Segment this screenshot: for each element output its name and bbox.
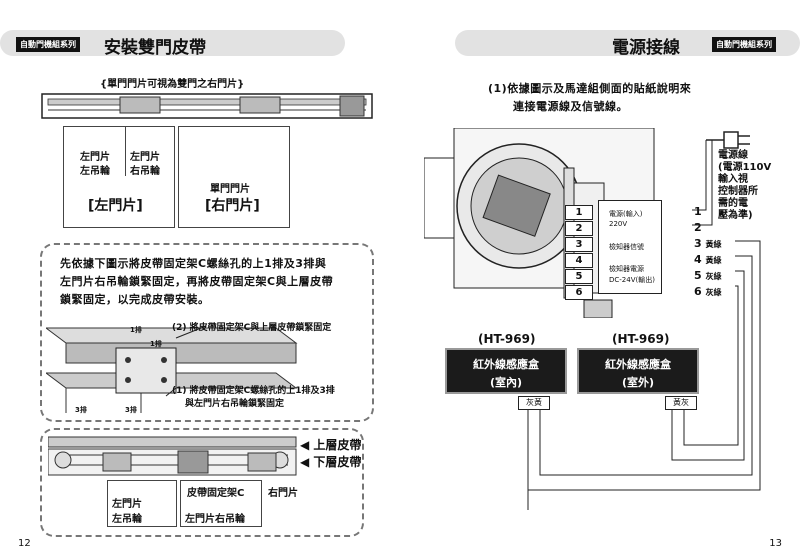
step-1-line-1: (1) 將皮帶固定架C螺絲孔的上1排及3排 [172,386,335,396]
label-single-leaf: 單門門片 [210,184,250,195]
power-note-4: 控制器所 [718,186,758,197]
left-subtitle: {單門門片可視為雙門之右門片} [100,79,245,90]
instruction-text: 先依據下圖示將皮帶固定架C螺絲孔的上1排及3排與 左門片右吊輪鎖緊固定，再將皮帶… [60,255,333,309]
wire-row-2: 2 [694,220,722,236]
wire-num: 1 [694,205,702,218]
wire-color: 黃綠 [705,240,722,249]
terminal-5: 5 [565,269,593,284]
wire-row-3: 3 黃綠 [694,236,722,252]
wire-color: 黃綠 [705,256,722,265]
belt-label-right-wheel: 左門片右吊輪 [185,514,245,525]
left-leaf-outline [63,126,175,228]
label-left-leaf: 左門片 [80,152,110,163]
sensor-out-line-1: 紅外線感應盒 [605,358,671,371]
left-page-number: 12 [18,538,31,549]
wire-tag-indoor: 灰黃 [518,396,550,410]
sensor-in-line-1: 紅外線感應盒 [473,358,539,371]
terminal-6: 6 [565,285,593,300]
lower-belt-text: 下層皮帶 [313,455,362,469]
belt-label-left-wheel: 左吊輪 [112,514,142,525]
wire-tag-outdoor: 黃灰 [665,396,697,410]
wiring-sticker: 電源(輸入) 220V 檢知器信號 檢知器電源 DC-24V(輸出) [598,200,662,294]
plug-icon [706,131,750,149]
sensor-in-line-2: (室內) [489,376,523,389]
power-note-2: (電源110V [718,162,772,173]
power-note-1: 電源線 [718,150,748,161]
power-note-6: 壓為準) [718,210,753,221]
label-row1-a: 1排 [130,326,142,334]
wire-row-1: 1 [694,204,722,220]
sensor-out-line-2: (室外) [621,376,655,389]
left-page-title: 安裝雙門皮帶 [104,38,206,58]
right-page-title: 電源接線 [612,38,680,58]
terminal-3: 3 [565,237,593,252]
wire-color: 灰綠 [705,288,722,297]
instruction-line-3: 鎖緊固定，以完成皮帶安裝。 [60,293,210,306]
sticker-sensor-signal: 檢知器信號 [609,243,644,251]
belt-label-left-leaf: 左門片 [112,499,142,510]
wire-color: 灰綠 [705,272,722,281]
power-note: 電源線 (電源110V 輸入視 控制器所 需的電 壓為準) [718,150,771,222]
label-right-big: [右門片] [205,198,260,214]
sticker-sensor-power: 檢知器電源 [609,265,644,273]
terminal-4: 4 [565,253,593,268]
wire-num: 5 [694,269,702,282]
instruction-box [40,243,374,422]
right-instruction: (1)依據圖示及馬達組側面的貼紙說明來 連接電源線及信號線。 [488,80,691,116]
label-left-big: [左門片] [88,198,143,214]
right-series-tag: 自動門機組系列 [712,37,776,52]
wire-list: 1 2 3 黃綠 4 黃綠 5 灰綠 6 灰綠 [694,204,722,300]
label-right-wheel: 右吊輪 [130,166,160,177]
wire-num: 2 [694,221,702,234]
sensor-model-in: (HT-969) [478,332,536,346]
wire-num: 6 [694,285,702,298]
sticker-sensor-power-v: DC-24V(輸出) [609,276,655,284]
instruction-line-1: 先依據下圖示將皮帶固定架C螺絲孔的上1排及3排與 [60,257,327,270]
belt-box [40,428,364,537]
belt-right-outline [180,480,262,527]
left-series-tag: 自動門機組系列 [16,37,80,52]
terminal-1: 1 [565,205,593,220]
belt-drawing [48,436,297,476]
sensor-model-out: (HT-969) [612,332,670,346]
upper-belt-text: 上層皮帶 [313,438,362,452]
right-page-number: 13 [769,538,782,549]
label-left-wheel: 左吊輪 [80,166,110,177]
wire-num: 4 [694,253,702,266]
sticker-power-v: 220V [609,220,628,228]
label-row3-b: 3排 [125,406,137,414]
label-row3-a: 3排 [75,406,87,414]
power-note-3: 輸入視 [718,174,748,185]
power-note-5: 需的電 [718,198,748,209]
wire-num: 3 [694,237,702,250]
belt-label-right-leaf: 右門片 [268,488,298,499]
door-track-diagram [41,93,373,119]
upper-belt-label: ◀ 上層皮帶 [300,438,362,452]
terminal-block: 1 2 3 4 5 6 [565,205,593,300]
lower-belt-label: ◀ 下層皮帶 [300,455,362,469]
label-row1-b: 1排 [150,340,162,348]
step-1-line-2: 與左門片右吊輪鎖緊固定 [185,399,285,409]
wire-row-6: 6 灰綠 [694,284,722,300]
bracket-detail-drawing [46,325,298,413]
right-leaf-outline [178,126,290,228]
wire-row-4: 4 黃綠 [694,252,722,268]
label-right-leaf-top: 左門片 [130,152,160,163]
belt-left-outline [107,480,177,527]
terminal-2: 2 [565,221,593,236]
right-instruction-line-1: (1)依據圖示及馬達組側面的貼紙說明來 [488,82,692,95]
step-2-text: (2) 將皮帶固定架C與上層皮帶鎖緊固定 [172,323,332,333]
sensor-box-outdoor: 紅外線感應盒 (室外) [577,348,699,394]
divider-line [125,126,126,176]
right-instruction-line-2: 連接電源線及信號線。 [513,100,628,113]
belt-label-bracket: 皮帶固定架C [187,488,245,499]
sensor-box-indoor: 紅外線感應盒 (室內) [445,348,567,394]
sticker-power: 電源(輸入) [609,210,643,218]
wire-row-5: 5 灰綠 [694,268,722,284]
instruction-line-2: 左門片右吊輪鎖緊固定，再將皮帶固定架C與上層皮帶 [60,275,334,288]
